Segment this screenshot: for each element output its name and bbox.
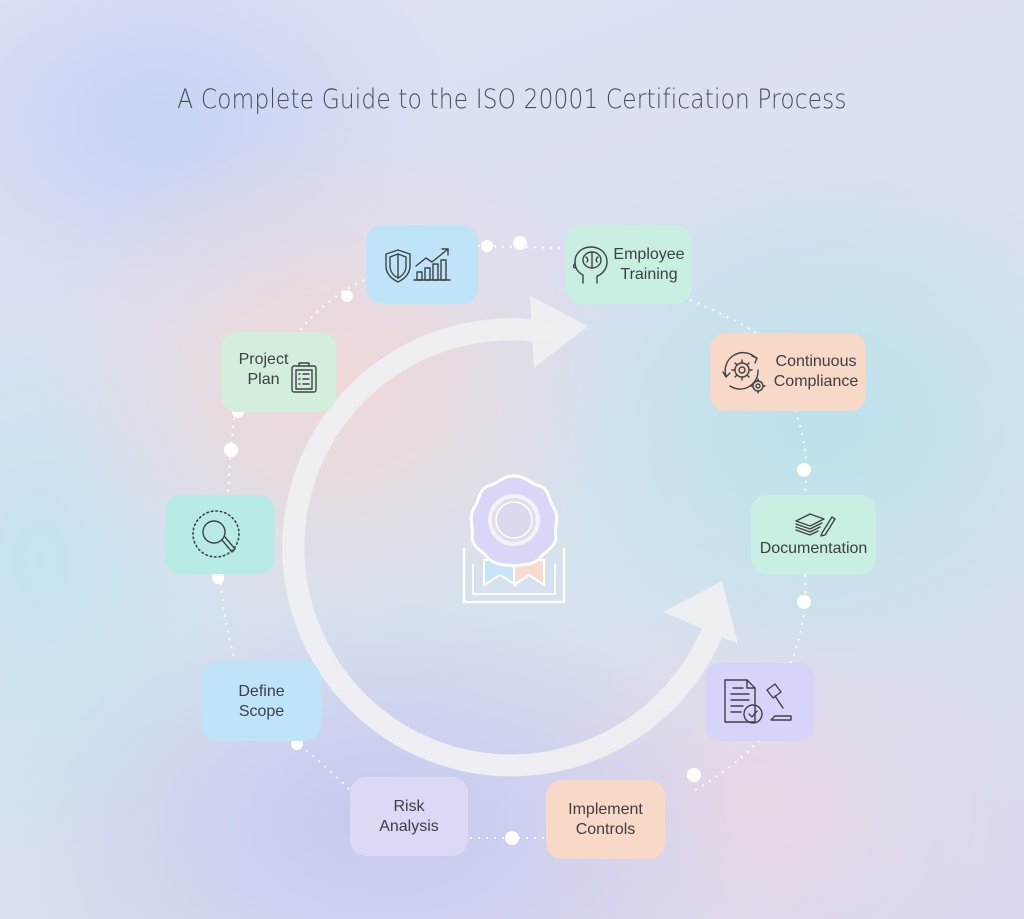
clipboard-list-icon: [291, 362, 318, 393]
step-risk-analysis-card[interactable]: Risk Analysis: [350, 777, 468, 856]
step-continuous-compliance-card[interactable]: Continuous Compliance: [710, 333, 866, 411]
shield-growth-chart-icon: [385, 247, 451, 283]
cycle-arrow: [282, 318, 726, 777]
page-title: A Complete Guide to the ISO 20001 Certif…: [177, 84, 847, 115]
step-security-improvement-card[interactable]: [366, 225, 478, 304]
magnifier-search-icon: [192, 509, 240, 558]
step-project-plan-card[interactable]: Project Plan: [221, 332, 336, 412]
certification-award-ribbon-icon: [462, 474, 566, 604]
documents-pen-icon: [794, 513, 836, 537]
step-gap-analysis-card[interactable]: [165, 495, 275, 574]
step-define-scope-card[interactable]: Define Scope: [202, 662, 321, 741]
step-employee-training-card[interactable]: Employee Training: [566, 225, 692, 304]
brain-head-icon: [573, 245, 609, 284]
step-implement-controls-card[interactable]: Implement Controls: [546, 780, 665, 859]
connector-dots: [212, 236, 811, 845]
arrowhead-bottom: [663, 581, 738, 644]
step-certification-audit-card[interactable]: [705, 663, 815, 741]
arrowhead-top: [530, 296, 588, 368]
step-documentation-card[interactable]: Documentation: [751, 495, 876, 575]
gears-cycle-icon: [722, 351, 766, 394]
document-check-gavel-icon: [724, 679, 792, 724]
